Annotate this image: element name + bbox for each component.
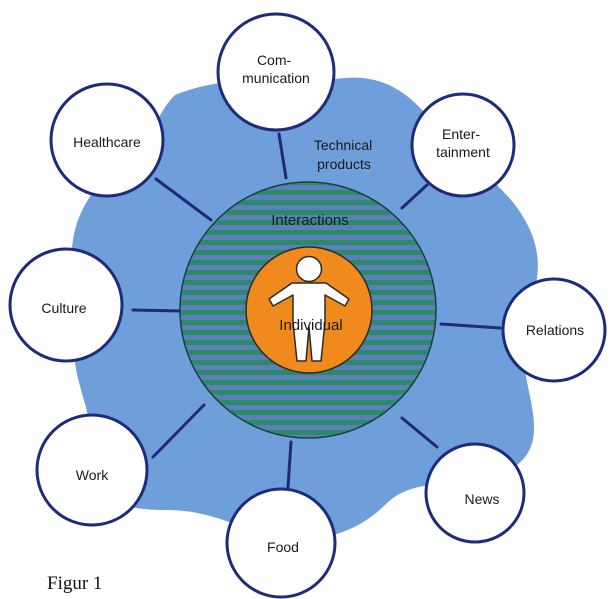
connector-food (286, 440, 293, 489)
svg-text:Food: Food (267, 539, 299, 555)
node-news-line1: News (464, 491, 499, 507)
connector-work (151, 403, 206, 459)
technical-products-label-line2: products (317, 156, 371, 172)
node-healthcare: Healthcare (49, 82, 165, 198)
person-icon (268, 255, 350, 362)
connector-communication (277, 132, 288, 180)
connector-news (400, 416, 439, 449)
node-communication: Com- munication (216, 12, 336, 132)
interactions-label: Interactions (271, 212, 349, 229)
node-entertainment: Enter- tainment (410, 92, 516, 198)
node-healthcare-line1: Healthcare (73, 134, 141, 150)
node-relations-line1: Relations (526, 322, 584, 338)
outer-nodes: Com- munication Enter- tainment Relation… (8, 12, 607, 599)
node-entertainment-line1: Enter- (442, 126, 480, 142)
svg-text:Com- munication: Com- munication (242, 52, 310, 86)
node-relations: Relations (501, 277, 607, 383)
svg-text:Enter- tainment: Enter- tainment (436, 126, 490, 160)
node-culture-line1: Culture (41, 300, 86, 316)
figure-caption: Figur 1 (47, 573, 103, 594)
node-communication-line1: Com- (257, 52, 292, 68)
technical-products-label-line1: Technical (314, 137, 372, 153)
svg-text:News: News (464, 491, 499, 507)
svg-text:Relations: Relations (526, 322, 584, 338)
node-food-line1: Food (267, 539, 299, 555)
connector-relations (439, 322, 502, 330)
connector-healthcare (154, 177, 213, 222)
connector-culture (131, 308, 183, 313)
node-work-line1: Work (76, 467, 109, 483)
individual-label: Individual (279, 317, 342, 334)
node-news: News (424, 442, 526, 544)
svg-text:Healthcare: Healthcare (73, 134, 141, 150)
node-entertainment-line2: tainment (436, 144, 490, 160)
connector-lines (131, 132, 502, 489)
svg-text:Culture: Culture (41, 300, 86, 316)
node-food: Food (225, 487, 337, 599)
node-communication-line2: munication (242, 70, 310, 86)
connector-entertainment (400, 183, 429, 210)
node-culture: Culture (8, 247, 124, 363)
svg-text:Work: Work (76, 467, 109, 483)
node-work: Work (35, 413, 149, 527)
technical-products-label: Technical products (314, 137, 376, 172)
